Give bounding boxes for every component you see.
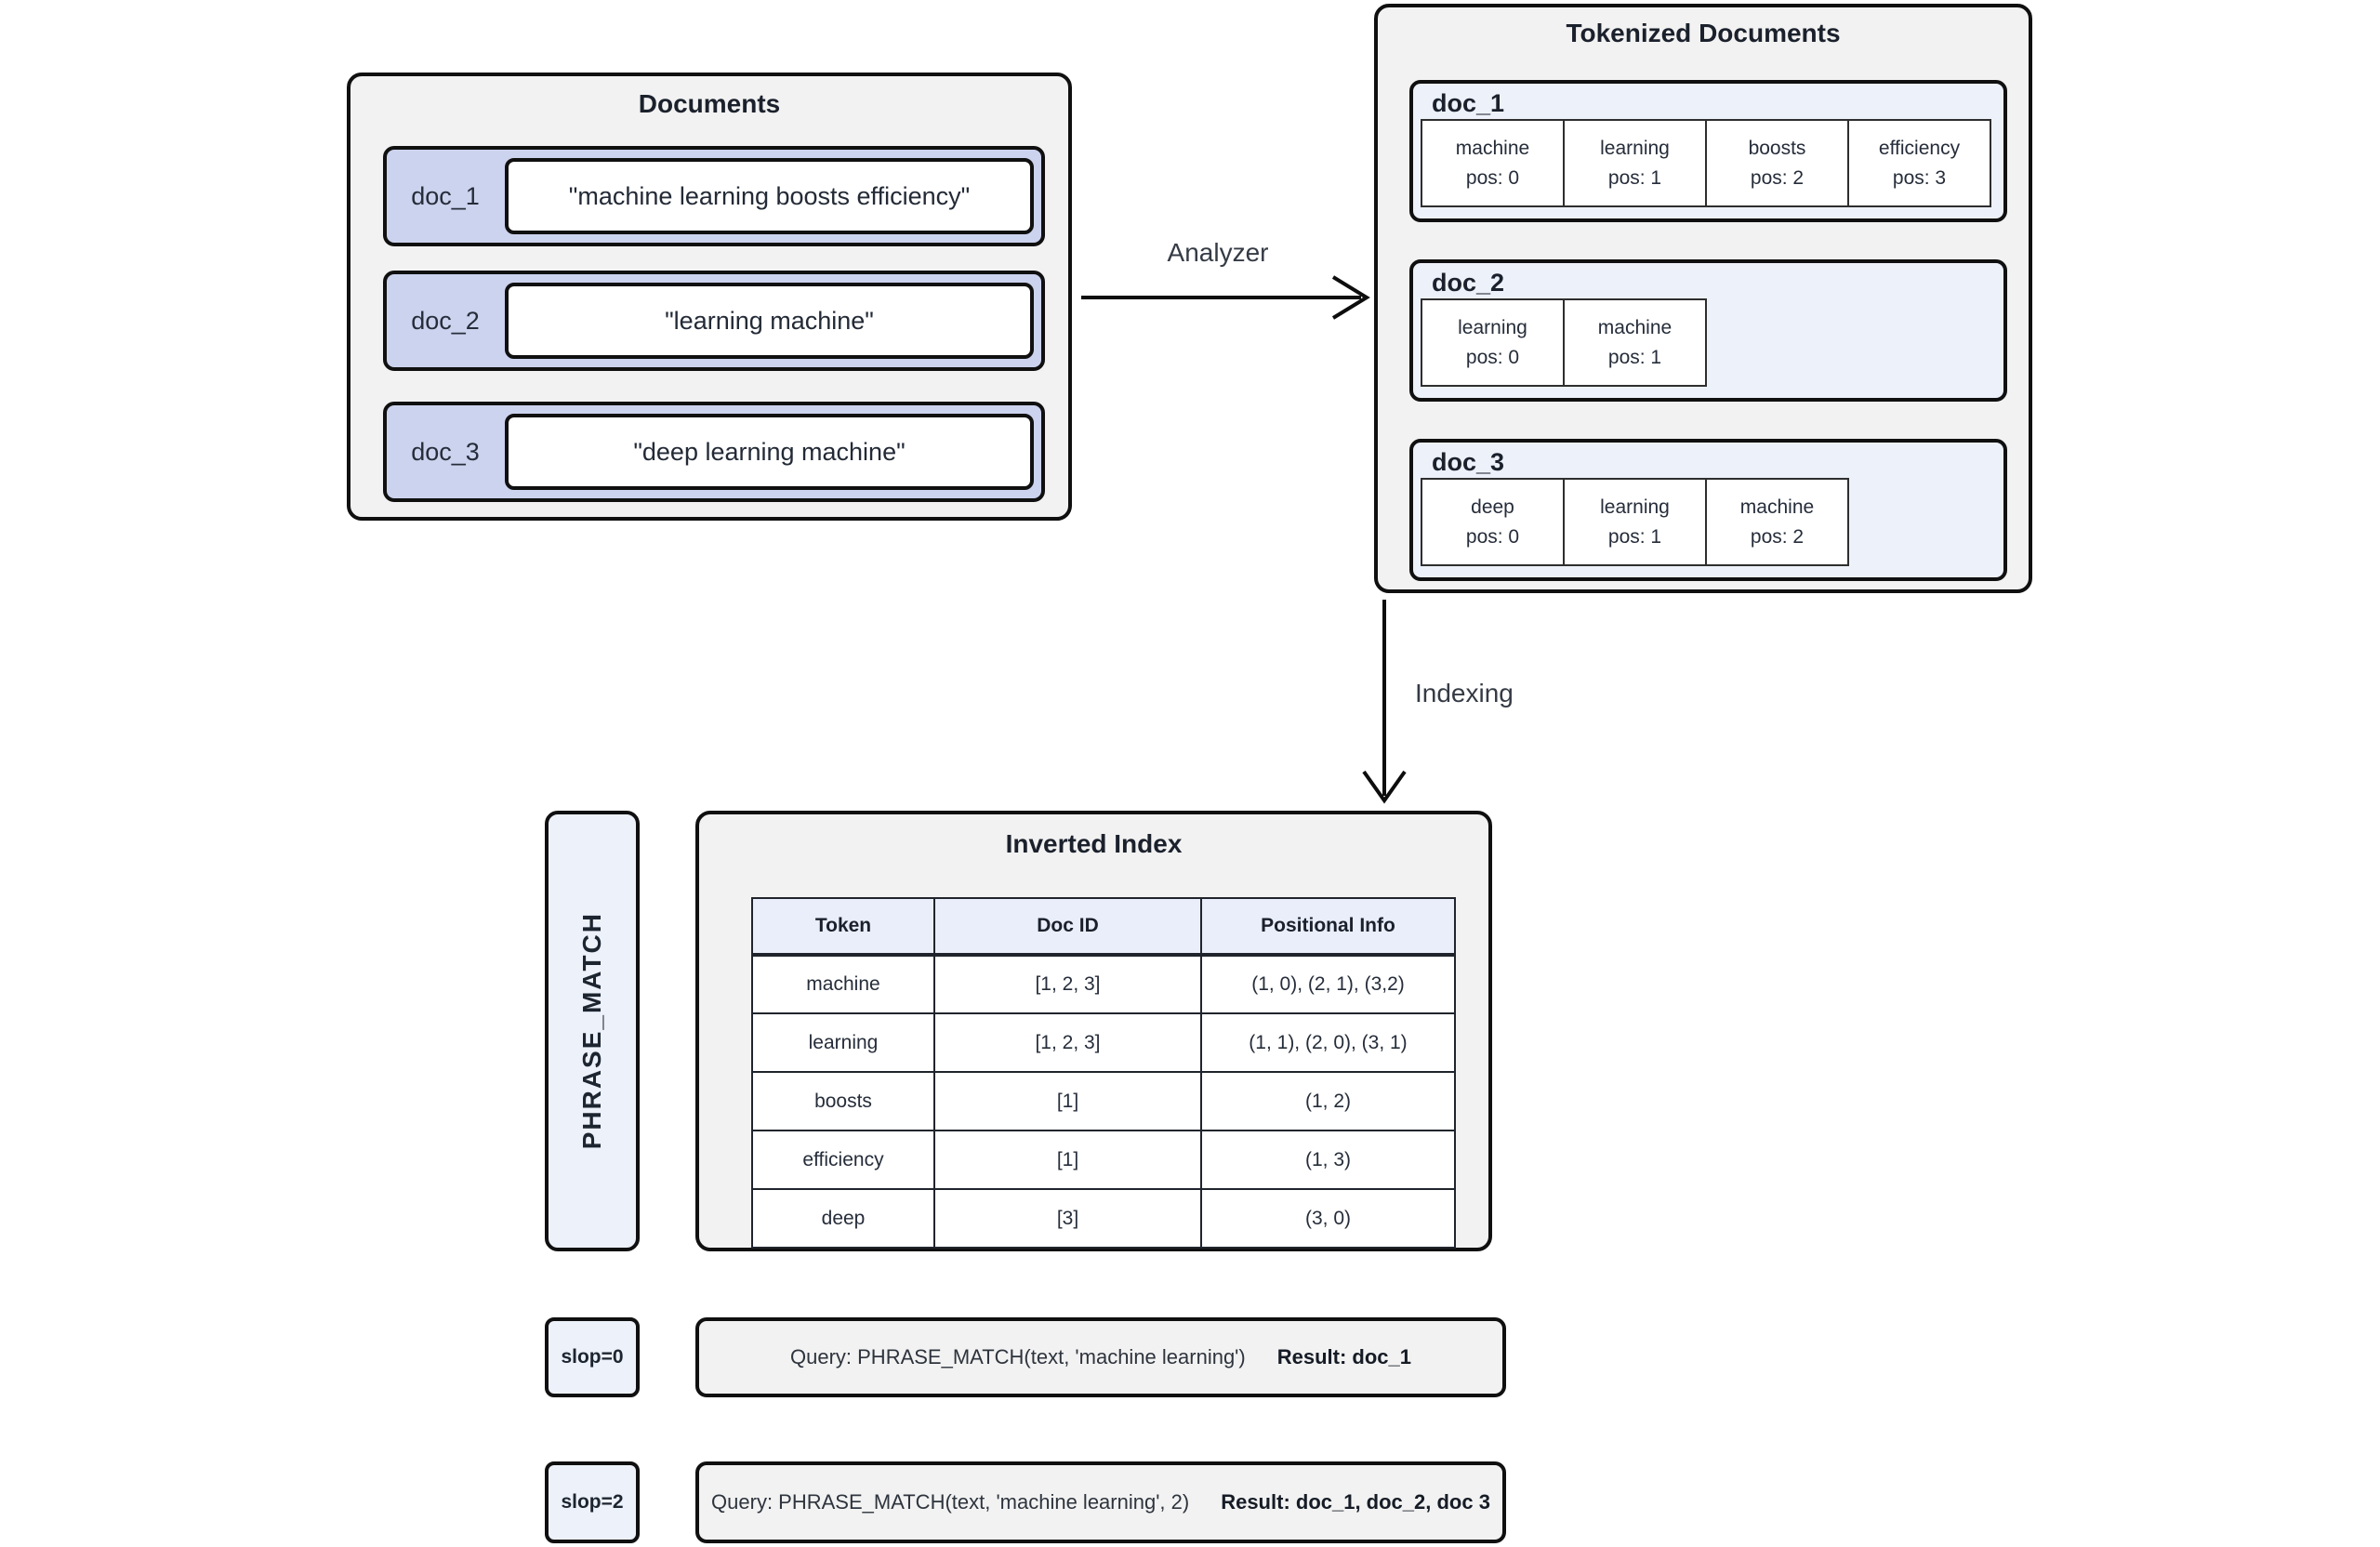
tokenized-doc3-cells: deep pos: 0 learning pos: 1 machine pos:…	[1421, 478, 1849, 566]
token-cell: machine pos: 1	[1563, 298, 1707, 387]
query-text: Query: PHRASE_MATCH(text, 'machine learn…	[711, 1490, 1190, 1514]
doc2-text: "learning machine"	[665, 306, 874, 335]
token-cell: learning pos: 1	[1563, 119, 1707, 207]
tokenized-doc2: doc_2 learning pos: 0 machine pos: 1	[1409, 259, 2007, 402]
token-pos: pos: 0	[1465, 346, 1520, 368]
cell-docid: [1, 2, 3]	[933, 954, 1202, 1014]
tokenized-doc3-label: doc_3	[1432, 448, 1505, 476]
tokenized-panel-title: Tokenized Documents	[1566, 19, 1841, 47]
token-term: machine	[1739, 496, 1815, 518]
cell-positional: (1, 2)	[1200, 1071, 1456, 1131]
indexing-arrowhead-icon	[1362, 770, 1407, 804]
token-term: learning	[1600, 138, 1670, 159]
doc1-text-box: "machine learning boosts efficiency"	[505, 158, 1034, 234]
tokenized-doc1-cells: machine pos: 0 learning pos: 1 boosts po…	[1421, 119, 1991, 207]
inverted-index-title: Inverted Index	[1005, 829, 1183, 858]
phrase-match-box: PHRASE_MATCH	[545, 811, 640, 1251]
cell-docid: [3]	[933, 1188, 1202, 1249]
cell-docid: [1]	[933, 1130, 1202, 1190]
table-row: boosts [1] (1, 2)	[751, 1071, 1456, 1131]
cell-positional: (3, 0)	[1200, 1188, 1456, 1249]
cell-token: learning	[751, 1012, 935, 1073]
column-header-token: Token	[751, 897, 935, 957]
analyzer-arrowhead-icon	[1331, 275, 1370, 320]
tokenized-doc3: doc_3 deep pos: 0 learning pos: 1 machin…	[1409, 439, 2007, 581]
token-pos: pos: 2	[1750, 525, 1805, 548]
token-term: boosts	[1748, 138, 1806, 159]
table-row: learning [1, 2, 3] (1, 1), (2, 0), (3, 1…	[751, 1012, 1456, 1073]
documents-panel: Documents doc_1 "machine learning boosts…	[347, 73, 1072, 521]
phrase-match-label: PHRASE_MATCH	[577, 912, 606, 1150]
tokenized-documents-panel: Tokenized Documents doc_1 machine pos: 0…	[1374, 4, 2032, 593]
cell-docid: [1, 2, 3]	[933, 1012, 1202, 1073]
token-pos: pos: 1	[1607, 346, 1662, 368]
token-pos: pos: 0	[1465, 525, 1520, 548]
cell-docid: [1]	[933, 1071, 1202, 1131]
token-pos: pos: 1	[1607, 166, 1662, 189]
cell-token: efficiency	[751, 1130, 935, 1190]
cell-token: machine	[751, 954, 935, 1014]
token-term: efficiency	[1878, 138, 1961, 159]
query-result: Result: doc_1	[1276, 1345, 1411, 1368]
tokenized-doc2-label: doc_2	[1432, 269, 1505, 297]
inverted-index-table: Token Doc ID Positional Info machine [1,…	[751, 897, 1456, 1249]
token-term: machine	[1597, 317, 1673, 338]
token-cell: learning pos: 0	[1421, 298, 1565, 387]
token-cell: learning pos: 1	[1563, 478, 1707, 566]
token-cell: boosts pos: 2	[1705, 119, 1849, 207]
slop-0-badge: slop=0	[545, 1317, 640, 1397]
token-cell: deep pos: 0	[1421, 478, 1565, 566]
token-term: learning	[1600, 496, 1670, 518]
token-term: machine	[1455, 138, 1530, 159]
table-row: deep [3] (3, 0)	[751, 1188, 1456, 1249]
token-pos: pos: 3	[1892, 166, 1947, 189]
doc2-id-label: doc_2	[411, 306, 480, 335]
inverted-index-panel: Inverted Index Token Doc ID Positional I…	[695, 811, 1492, 1251]
document-row-doc2: doc_2 "learning machine"	[383, 271, 1045, 371]
documents-panel-title: Documents	[638, 89, 781, 118]
table-row: efficiency [1] (1, 3)	[751, 1130, 1456, 1190]
doc3-id-label: doc_3	[411, 437, 480, 466]
cell-positional: (1, 3)	[1200, 1130, 1456, 1190]
doc1-id-label: doc_1	[411, 181, 480, 210]
table-row: machine [1, 2, 3] (1, 0), (2, 1), (3,2)	[751, 954, 1456, 1014]
doc3-text-box: "deep learning machine"	[505, 414, 1034, 490]
doc3-text: "deep learning machine"	[633, 437, 906, 466]
indexing-label: Indexing	[1415, 679, 1514, 707]
document-row-doc3: doc_3 "deep learning machine"	[383, 402, 1045, 502]
table-header-row: Token Doc ID Positional Info	[751, 897, 1456, 957]
query-result: Result: doc_1, doc_2, doc 3	[1221, 1490, 1490, 1514]
doc1-text: "machine learning boosts efficiency"	[568, 181, 971, 210]
tokenized-doc1-label: doc_1	[1432, 89, 1505, 117]
token-cell: efficiency pos: 3	[1847, 119, 1991, 207]
token-pos: pos: 2	[1750, 166, 1805, 189]
token-cell: machine pos: 2	[1705, 478, 1849, 566]
column-header-positional: Positional Info	[1200, 897, 1456, 957]
analyzer-label: Analyzer	[1167, 238, 1269, 267]
token-term: deep	[1471, 496, 1514, 518]
doc2-text-box: "learning machine"	[505, 283, 1034, 359]
token-cell: machine pos: 0	[1421, 119, 1565, 207]
document-row-doc1: doc_1 "machine learning boosts efficienc…	[383, 146, 1045, 246]
query-box-slop0: Query: PHRASE_MATCH(text, 'machine learn…	[695, 1317, 1506, 1397]
tokenized-doc1: doc_1 machine pos: 0 learning pos: 1 boo…	[1409, 80, 2007, 222]
cell-positional: (1, 1), (2, 0), (3, 1)	[1200, 1012, 1456, 1073]
column-header-docid: Doc ID	[933, 897, 1202, 957]
cell-token: boosts	[751, 1071, 935, 1131]
token-term: learning	[1458, 317, 1527, 338]
cell-positional: (1, 0), (2, 1), (3,2)	[1200, 954, 1456, 1014]
query-box-slop2: Query: PHRASE_MATCH(text, 'machine learn…	[695, 1461, 1506, 1543]
token-pos: pos: 1	[1607, 525, 1662, 548]
slop-2-badge: slop=2	[545, 1461, 640, 1543]
cell-token: deep	[751, 1188, 935, 1249]
tokenized-doc2-cells: learning pos: 0 machine pos: 1	[1421, 298, 1707, 387]
query-text: Query: PHRASE_MATCH(text, 'machine learn…	[790, 1345, 1246, 1368]
token-pos: pos: 0	[1465, 166, 1520, 189]
